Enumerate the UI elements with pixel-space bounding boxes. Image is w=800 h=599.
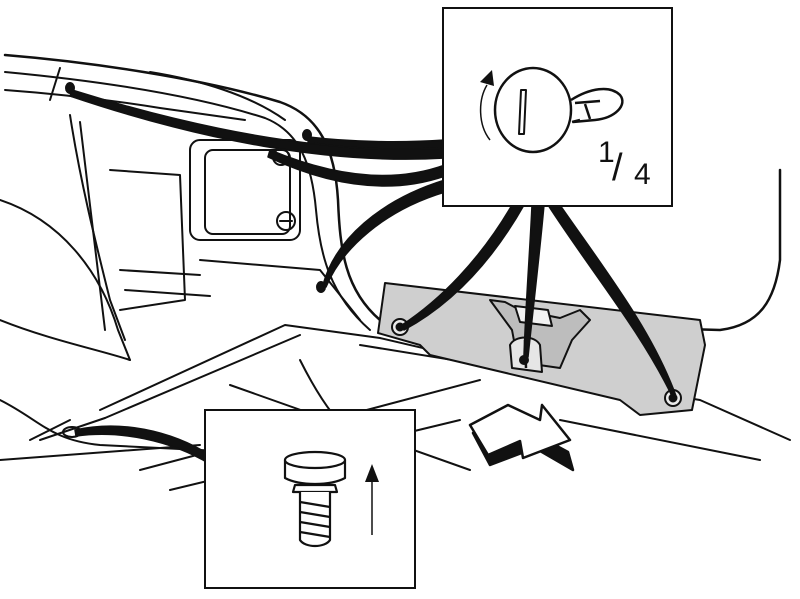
fraction-slash: /	[612, 147, 623, 189]
quarter-turn-fastener-inset	[442, 7, 673, 207]
bolt-inset	[204, 409, 416, 589]
fraction-numerator: 1	[598, 136, 615, 169]
lift-arrow-icon	[365, 464, 379, 535]
body-fastener-holes	[65, 82, 326, 293]
fraction-denominator: 4	[634, 158, 651, 191]
quarter-turn-fastener	[493, 66, 624, 154]
bolt	[283, 450, 347, 548]
rotation-arrow-icon	[479, 70, 494, 141]
leader-lines	[69, 89, 677, 465]
removal-arrow-icon	[468, 403, 575, 472]
quarter-turn-label: 1 / 4	[598, 138, 668, 208]
rear-lock-panel	[377, 282, 706, 416]
